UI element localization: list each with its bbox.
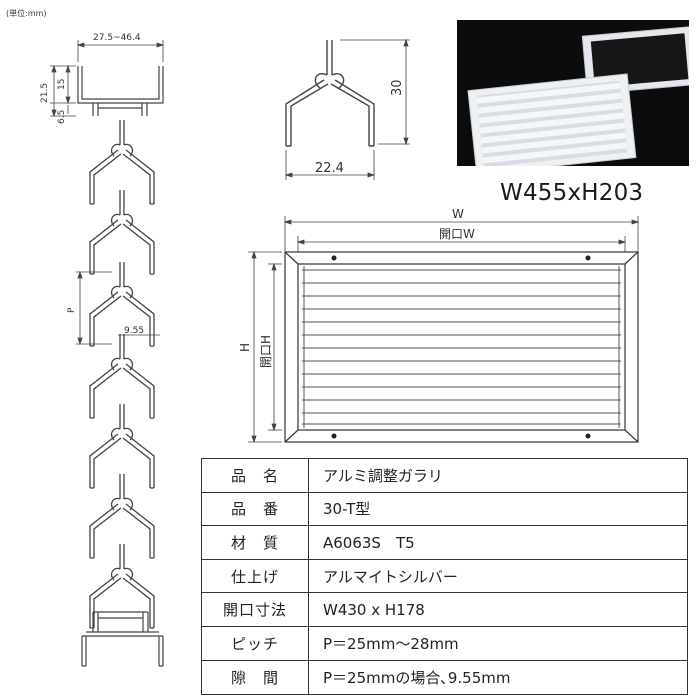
spec-label: 仕上げ [201, 558, 309, 594]
blade-width-dimension [284, 150, 376, 180]
unit-note: (単位:mm) [6, 9, 47, 18]
photo-model-label: W455xH203 [500, 180, 644, 206]
spec-row: 仕上げ アルマイトシルバー [201, 558, 688, 594]
spec-value: アルミ調整ガラリ [308, 458, 688, 493]
spec-label: ピッチ [201, 625, 309, 661]
spec-label: 隙 間 [201, 659, 309, 695]
spec-value: P＝25mmの場合､9.55mm [308, 659, 688, 695]
spec-row: 品 番 30-T型 [201, 491, 688, 527]
spec-label: 品 名 [201, 458, 309, 493]
left-height-dimension [50, 64, 76, 118]
pitch-dimension [76, 270, 112, 346]
front-view-drawing: W 開口W H 開口H [238, 207, 640, 444]
blade-height-dimension [340, 38, 410, 146]
top-width-label: 27.5~46.4 [93, 33, 141, 43]
screw-holes [331, 255, 591, 439]
louver-slats [302, 266, 621, 428]
blade-section-drawing: 30 22.4 [284, 38, 410, 180]
height-dimension [248, 250, 282, 444]
spec-value: P＝25mm～28mm [308, 625, 688, 661]
spec-value: 30-T型 [308, 491, 688, 527]
height-label: H [238, 343, 252, 352]
spec-row: 材 質 A6063S T5 [201, 525, 688, 560]
spec-row: ピッチ P＝25mm～28mm [201, 625, 688, 661]
spec-value: アルマイトシルバー [308, 558, 688, 594]
left-lower-label: 6.5 [57, 110, 67, 124]
spec-row: 隙 間 P＝25mmの場合､9.55mm [201, 659, 688, 695]
top-frame-channel [77, 66, 164, 116]
bottom-frame-channel [81, 611, 164, 667]
top-width-dimension [76, 40, 165, 62]
blade-stack-drawing: 27.5~46.4 21.5 15 6.5 P 9.55 [40, 33, 165, 667]
blade-stack [89, 119, 155, 629]
spec-label: 開口寸法 [201, 592, 309, 627]
product-photo [457, 20, 689, 166]
spec-table: 品 名 アルミ調整ガラリ 品 番 30-T型 材 質 A6063S T5 仕上げ… [201, 458, 688, 695]
width-label: W [452, 207, 464, 221]
open-height-label: 開口H [259, 335, 273, 368]
spec-row: 開口寸法 W430 x H178 [201, 592, 688, 627]
blade-height-label: 30 [390, 79, 405, 96]
spec-row: 品 名 アルミ調整ガラリ [201, 458, 688, 493]
spec-label: 材 質 [201, 525, 309, 560]
louver-photo-illustration [457, 20, 689, 166]
spec-label: 品 番 [201, 491, 309, 527]
gap-label: 9.55 [124, 326, 144, 336]
left-total-label: 21.5 [40, 83, 50, 103]
pitch-label: P [67, 307, 77, 313]
width-dimension [283, 216, 640, 252]
open-width-label: 開口W [439, 227, 475, 241]
spec-value: A6063S T5 [308, 525, 688, 560]
spec-value: W430 x H178 [308, 592, 688, 627]
blade-width-label: 22.4 [315, 161, 344, 176]
left-upper-label: 15 [57, 79, 67, 90]
